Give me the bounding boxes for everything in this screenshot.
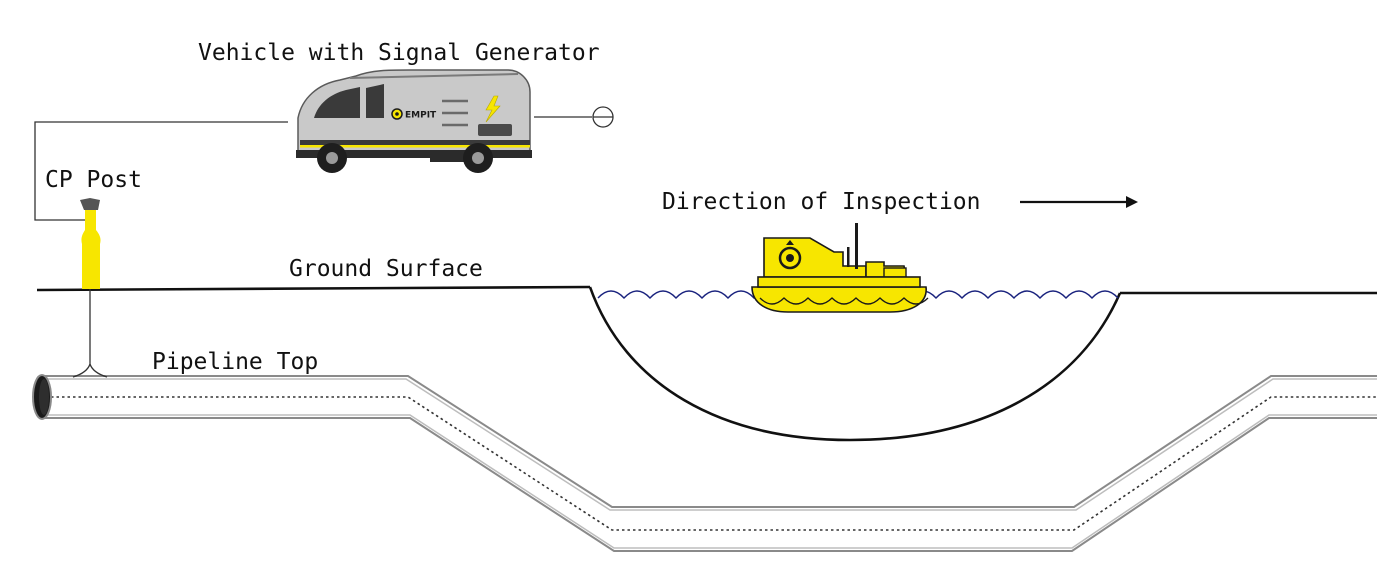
van-panel-box <box>478 124 512 136</box>
pipeline-outer-bottom <box>40 417 1377 552</box>
van-logo-text: EMPIT <box>405 111 437 121</box>
van-roof-rail <box>349 73 519 79</box>
boat-deck <box>757 276 921 288</box>
lightning-icon <box>485 95 501 123</box>
label-pipeline-top: Pipeline Top <box>152 349 318 375</box>
cp-post-body <box>81 220 101 289</box>
cp-post-cap <box>80 198 100 210</box>
empit-logo-icon <box>391 108 403 120</box>
inspection-boat-icon <box>751 223 929 313</box>
pipeline-inner-bottom <box>40 414 1377 549</box>
label-direction: Direction of Inspection <box>662 189 981 215</box>
boat-hull-waves <box>759 297 929 305</box>
van-bumper <box>296 150 532 158</box>
boat-mast-small <box>847 247 850 267</box>
boat-mast <box>855 223 858 269</box>
boat-logo-dot <box>786 254 794 262</box>
pipeline <box>32 374 1377 552</box>
arrow-right-icon <box>1020 196 1138 208</box>
van-underbody <box>430 155 466 162</box>
label-ground-surface: Ground Surface <box>289 256 483 282</box>
van-stripe-yellow <box>300 145 530 148</box>
cp-post-icon <box>72 198 108 378</box>
van-windshield <box>314 87 360 118</box>
boat-bow-box <box>883 267 907 278</box>
ground-electrode-icon <box>592 106 614 128</box>
ground <box>36 285 1377 442</box>
label-vehicle: Vehicle with Signal Generator <box>198 40 600 66</box>
cp-post-neck <box>85 210 96 220</box>
van-side-window <box>366 84 384 118</box>
boat-hull <box>751 286 927 313</box>
pipeline-end-cap-inner <box>39 379 49 415</box>
van-icon: EMPIT <box>296 69 532 173</box>
signal-wire-van-to-cp-post <box>34 121 288 221</box>
van-wheel-rear <box>463 143 493 173</box>
pipeline-outer-top <box>40 375 1377 508</box>
van-stripe <box>300 140 530 145</box>
excavation-bowl <box>588 286 1122 442</box>
pipeline-centerline <box>40 396 1377 531</box>
van-wheel-front <box>317 143 347 173</box>
ground-line-left <box>36 285 591 292</box>
cp-post-wire <box>72 289 108 378</box>
boat-logo-pointer <box>786 240 794 245</box>
boat-logo-ring <box>778 246 802 270</box>
pipeline-inner-top <box>40 378 1377 511</box>
label-cp-post: CP Post <box>45 167 142 193</box>
